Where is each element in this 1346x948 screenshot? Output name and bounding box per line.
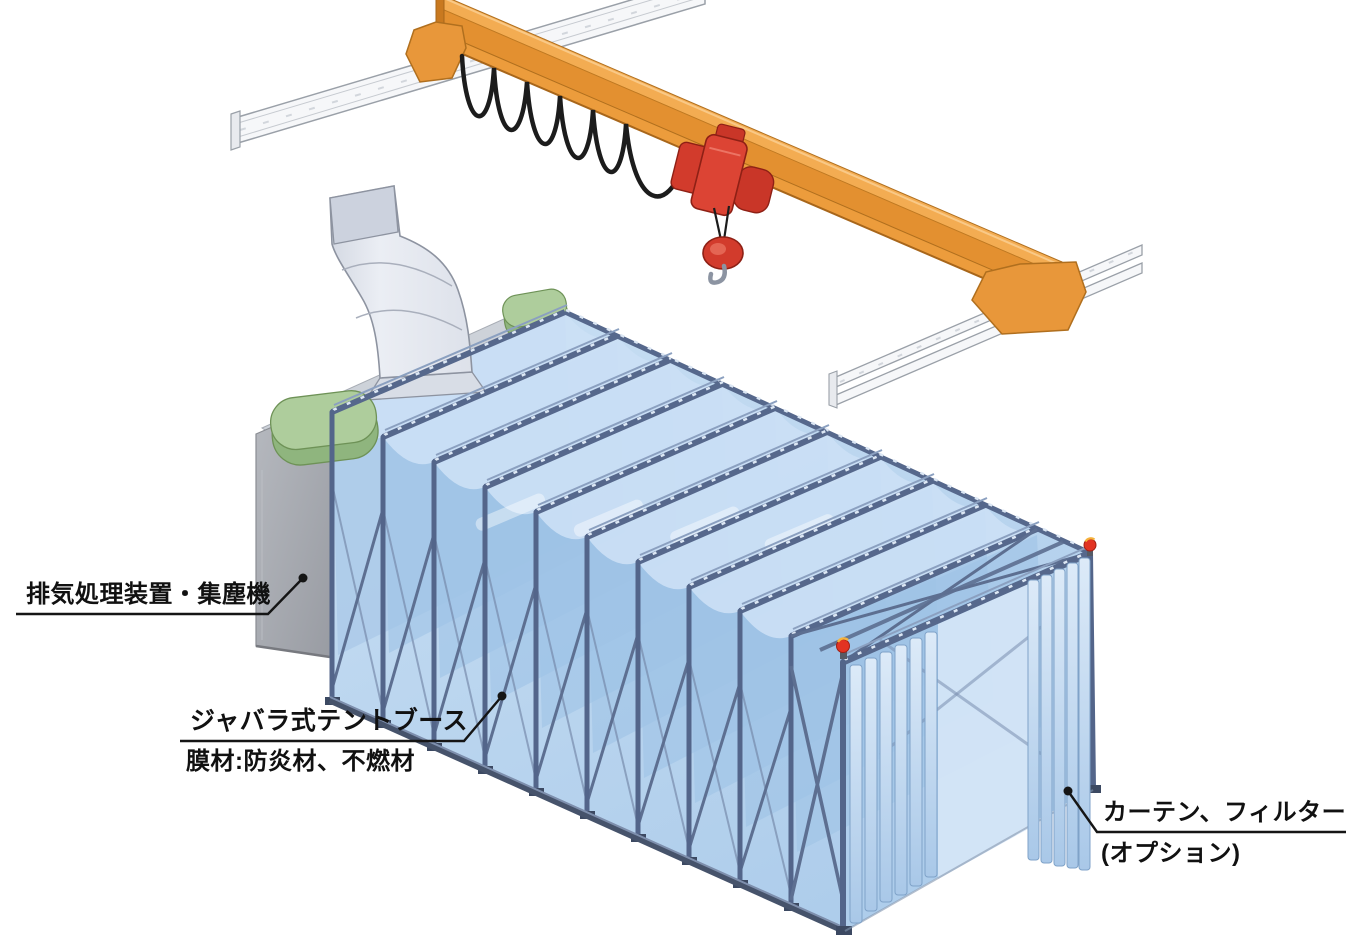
front-portal <box>789 527 1101 935</box>
warning-beacon <box>836 637 850 659</box>
crane-hook <box>708 263 727 285</box>
exhaust-duct <box>329 185 488 401</box>
floor-rail <box>328 696 847 935</box>
hoist-trolley <box>670 123 775 217</box>
label-membrane-material: 膜材:防炎材、不燃材 <box>186 748 415 775</box>
crane-runway-rail-left <box>230 0 706 151</box>
warning-beacon <box>1083 537 1097 556</box>
festoon-cable <box>459 53 687 199</box>
bellows-panels <box>332 312 1037 639</box>
leader-line-exhaust <box>16 573 308 616</box>
label-curtain-filter: カーテン、フィルター <box>1103 799 1346 826</box>
label-exhaust-unit: 排気処理装置・集塵機 <box>26 581 271 608</box>
panel-logo <box>475 493 546 531</box>
end-carriage-right <box>971 261 1087 335</box>
blower-unit-front <box>269 390 379 466</box>
panel-logo <box>573 499 644 537</box>
crane-girder <box>405 0 1087 335</box>
entrance-curtain-right <box>1027 557 1091 871</box>
entrance-curtain-left <box>849 631 938 924</box>
leader-line-curtain <box>1063 786 1346 834</box>
end-carriage-left <box>405 21 467 83</box>
label-option: (オプション) <box>1101 840 1241 867</box>
label-tent-booth: ジャバラ式テントブース <box>190 707 469 735</box>
leader-line-booth <box>180 691 507 743</box>
